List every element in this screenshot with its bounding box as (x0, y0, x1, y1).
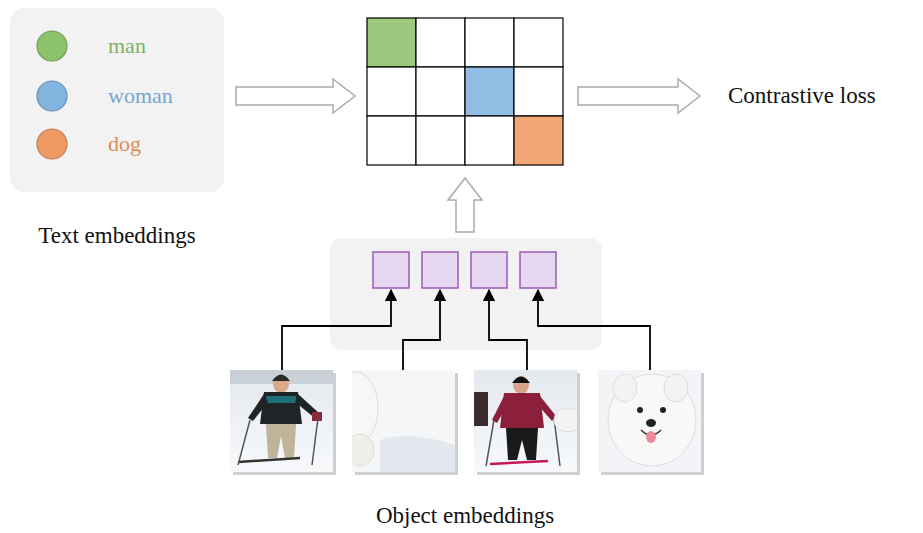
matrix-cell (367, 116, 416, 165)
matrix-cell (514, 18, 563, 67)
section-label: Text embeddings (38, 223, 195, 249)
legend-text: woman (108, 83, 173, 109)
legend-text: dog (108, 131, 141, 157)
loss-label: Contrastive loss (728, 83, 876, 109)
photo-dog-part (352, 370, 455, 472)
matrix-cell (465, 116, 514, 165)
matrix-cell (416, 116, 465, 165)
matrix-cell (465, 18, 514, 67)
wire (282, 290, 650, 370)
hollow-arrow (578, 79, 700, 113)
matrix-cell (514, 116, 563, 165)
legend-swatch (36, 128, 68, 160)
text-panel (10, 8, 224, 192)
similarity-matrix (367, 18, 563, 165)
legend-item: dog (36, 128, 141, 160)
matrix-cell (465, 67, 514, 116)
legend-swatch (36, 30, 68, 62)
legend-swatch (36, 80, 68, 112)
legend-text: man (108, 33, 146, 59)
photo-man (230, 370, 333, 472)
photo-dog (598, 370, 701, 472)
legend-item: man (36, 30, 146, 62)
legend-item: woman (36, 80, 173, 112)
embedding-squares (373, 252, 556, 288)
hollow-arrow (448, 178, 482, 232)
photo-woman (474, 370, 577, 472)
matrix-cell (514, 67, 563, 116)
section-label: Object embeddings (376, 503, 554, 529)
matrix-cell (416, 67, 465, 116)
object-panel (330, 238, 602, 350)
matrix-cell (416, 18, 465, 67)
hollow-arrow (236, 79, 355, 113)
matrix-cell (367, 67, 416, 116)
matrix-cell (367, 18, 416, 67)
